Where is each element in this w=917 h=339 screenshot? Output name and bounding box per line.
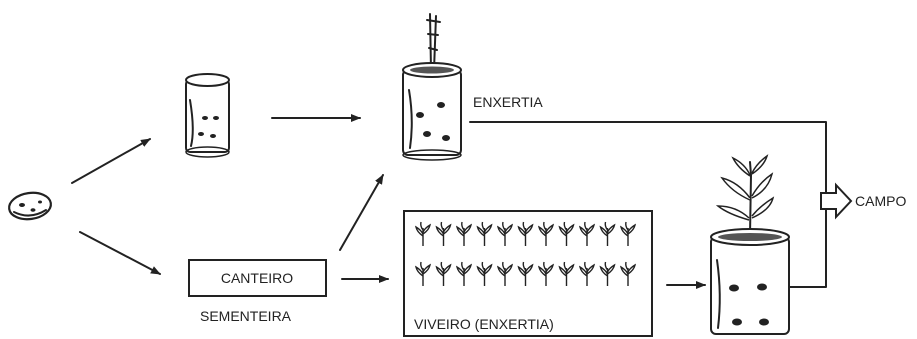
label-campo: CAMPO [855,193,906,209]
seedling [517,221,534,246]
canteiro-box [188,259,327,297]
seedling [415,221,431,246]
seedling [456,261,472,286]
seedling [456,221,472,246]
hollow-arrow-icon [820,182,853,220]
seedling [517,261,534,286]
seedling [497,221,513,246]
seedling [620,221,636,246]
young-plant-bag-icon [710,154,790,335]
seedling [579,261,595,286]
seedling [620,261,636,286]
arrow-seed-to-canteiro [79,231,161,275]
seedling-rows-icon [415,221,636,286]
label-sementeira: SEMENTEIRA [200,308,292,324]
label-enxertia: ENXERTIA [473,94,543,110]
line-enxertia-to-campo [469,121,827,193]
seedling [435,261,452,286]
seedling [476,221,493,246]
seedling [599,221,616,246]
arrow-seed-to-bag [71,138,151,184]
grafted-seedling-bag-icon [402,13,462,161]
seedling [435,221,452,246]
seedling [538,221,554,246]
seed-icon [8,191,52,221]
label-canteiro: CANTEIRO [221,270,293,286]
seedling [558,221,575,246]
seedling [558,261,575,286]
seedling [579,221,595,246]
seedling [599,261,616,286]
plant-bag-icon [185,73,230,158]
seedling [497,261,513,286]
line-final-bag-to-campo [789,209,827,288]
arrow-canteiro-to-grafted [339,174,384,251]
seedling [538,261,554,286]
seedling [476,261,493,286]
label-viveiro: VIVEIRO (ENXERTIA) [414,316,554,332]
seedling [415,261,431,286]
